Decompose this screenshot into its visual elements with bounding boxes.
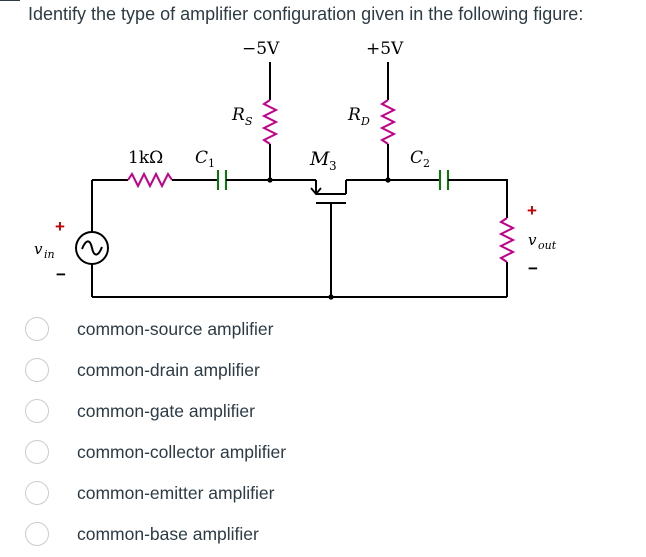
ac-source-wave [81,240,103,256]
option-label: common-collector amplifier [77,442,287,462]
option-common-emitter[interactable]: common-emitter amplifier [0,476,400,516]
junction-gate [328,294,334,300]
radio-button[interactable] [25,358,49,382]
option-common-collector[interactable]: common-collector amplifier [0,435,400,475]
wire-c2-load [448,179,508,218]
vout-label: v [528,231,537,249]
vin-plus: + [55,217,65,236]
resistor-rs [261,99,279,145]
option-label: common-emitter amplifier [77,483,275,503]
junction-rs [267,177,273,183]
mosfet-arrow [310,187,322,196]
m3-label: M [309,148,330,170]
c2-subscript: 2 [423,157,430,170]
option-common-drain[interactable]: common-drain amplifier [0,353,400,393]
supply-pos-label: +5V [366,39,404,59]
option-common-gate[interactable]: common-gate amplifier [0,394,400,434]
option-label: common-drain amplifier [77,360,260,380]
resistor-rd [379,99,397,145]
radio-button[interactable] [25,440,49,464]
vin-label: v [34,240,43,258]
rd-subscript: D [360,115,370,128]
resistor-load [498,217,516,263]
radio-button[interactable] [25,522,49,546]
r1-label: 1kΩ [128,148,163,168]
vout-plus: + [527,201,537,220]
top-divider [0,0,20,1]
junction-rd [385,177,391,183]
vin-subscript: in [44,248,55,261]
rs-subscript: S [245,115,253,128]
option-common-source[interactable]: common-source amplifier [0,312,400,352]
c1-subscript: 1 [208,157,215,170]
option-label: common-source amplifier [77,319,274,339]
circuit-diagram: −5V +5V R S R D 1kΩ C 1 M 3 C 2 v in + −… [34,39,557,300]
option-label: common-base amplifier [77,524,259,544]
rd-label: R [347,105,361,125]
radio-button[interactable] [25,399,49,423]
c2-label: C [410,148,423,168]
resistor-1k [127,171,173,189]
vout-minus: − [528,259,538,278]
option-common-base[interactable]: common-base amplifier [0,517,400,557]
rs-label: R [231,105,245,125]
supply-neg-label: −5V [242,39,280,59]
vin-minus: − [56,265,66,284]
radio-button[interactable] [25,481,49,505]
m3-subscript: 3 [329,159,337,173]
ac-source-circle [75,231,109,265]
option-label: common-gate amplifier [77,401,255,421]
vout-subscript: out [538,239,557,252]
c1-label: C [195,148,208,168]
question-text: Identify the type of amplifier configura… [28,4,584,24]
radio-button[interactable] [25,317,49,341]
